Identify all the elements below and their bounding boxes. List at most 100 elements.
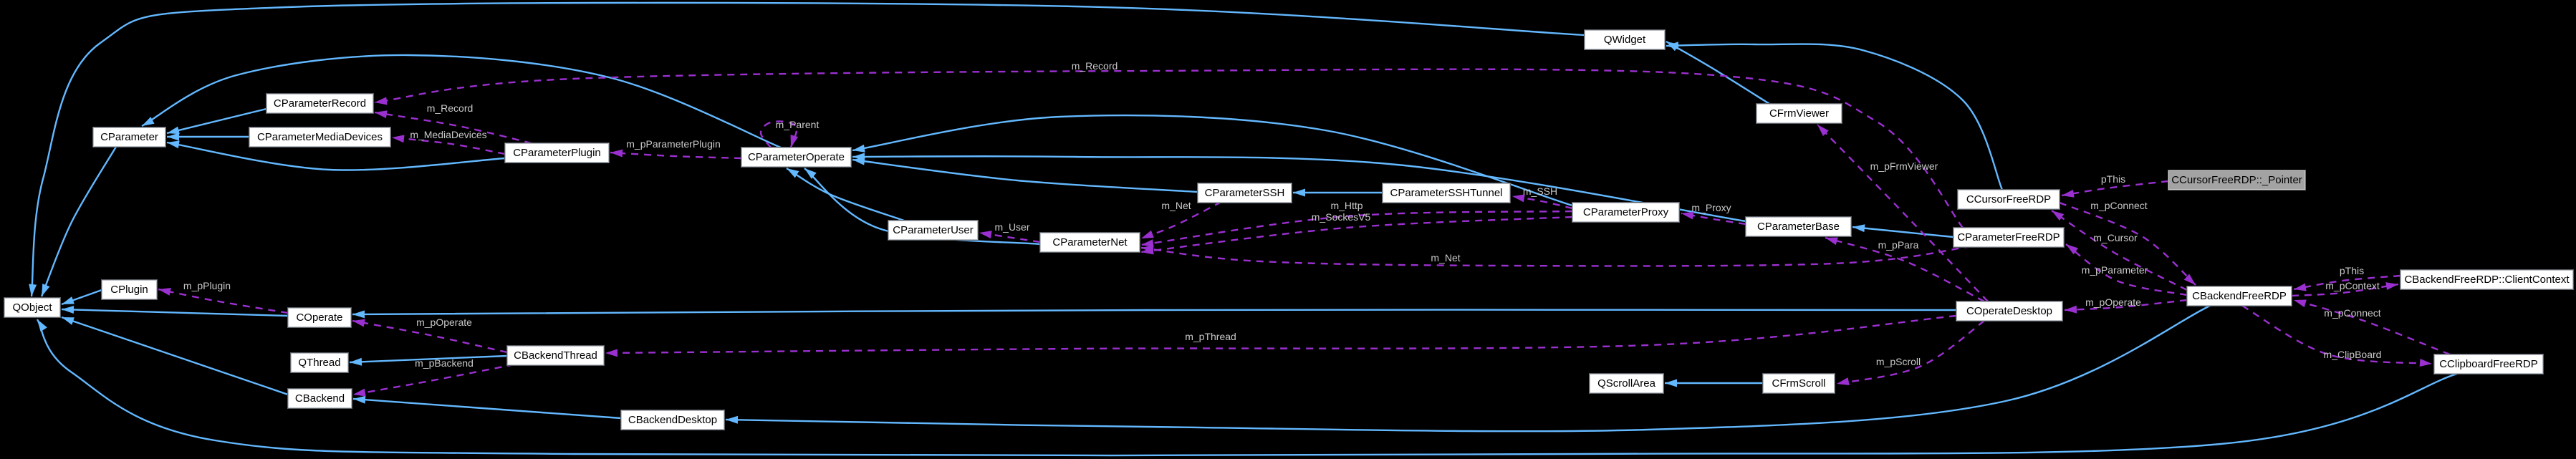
node-qobject[interactable]: QObject: [4, 297, 61, 318]
node-cfrmscroll[interactable]: CFrmScroll: [1762, 373, 1835, 394]
edge-member-cparameterproxy-to-cparameternet: [1140, 216, 1573, 253]
edge-inherit-cparameterproxy-to-cparameteroperate: [852, 114, 1573, 207]
edge-inherit-qwidget-to-qobject: [30, 1, 1585, 297]
arrowhead: [392, 135, 405, 143]
node-cparametersshtunnel[interactable]: CParameterSSHTunnel: [1382, 183, 1511, 203]
edge-member-cbackendthread-to-coperate: [352, 319, 508, 354]
edge-inherit-ccursorfreerdp-to-qwidget: [1666, 43, 2004, 190]
arrowhead: [375, 97, 388, 105]
arrowhead: [2385, 282, 2398, 291]
node-cclipboardfreerdp[interactable]: CClipboardFreeRDP: [2433, 354, 2544, 375]
arrowhead: [2183, 274, 2196, 285]
arrowhead: [1665, 379, 1677, 387]
edge-member-cparameterfreerdp-to-cparameterrecord: [374, 68, 1964, 228]
edge-inherit-cparameterbase-to-cparameteroperate: [852, 155, 1746, 223]
arrowhead: [2419, 359, 2432, 367]
arrowhead: [350, 357, 362, 366]
arrowhead: [62, 305, 75, 314]
node-cbackendthread[interactable]: CBackendThread: [506, 345, 605, 366]
node-qscrollarea[interactable]: QScrollArea: [1589, 373, 1664, 394]
edge-member-coperatedesktop-to-cbackendthread: [605, 314, 1957, 354]
edge-inherit-cparameter-to-qobject: [40, 146, 117, 297]
edge-inherit-coperatedesktop-to-coperate: [352, 309, 1957, 316]
arrowhead: [1825, 237, 1838, 246]
node-coperatedesktop[interactable]: COperateDesktop: [1956, 301, 2063, 322]
arrowhead: [62, 317, 75, 325]
node-cparameterfreerdp[interactable]: CParameterFreeRDP: [1953, 227, 2065, 248]
arrowhead: [167, 126, 180, 135]
edge-member-coperatedesktop-to-cfrmscroll: [1836, 320, 1985, 385]
edge-member-cparameterproxy-to-cparameternet: [1140, 210, 1573, 246]
arrowhead: [37, 319, 47, 332]
arrowhead: [42, 284, 50, 296]
edge-member-ccursorfreerdp_pointer-to-ccursorfreerdp: [2061, 180, 2169, 197]
arrowhead: [1141, 230, 1154, 238]
arrowhead: [2066, 244, 2079, 255]
arrowhead: [1293, 188, 1305, 197]
edge-inherit-cbackend-to-qobject: [61, 316, 289, 396]
node-cparameterssh[interactable]: CParameterSSH: [1197, 183, 1292, 203]
edge-inherit-cparameteruser-to-cparameteroperate: [786, 167, 905, 222]
edge-inherit-cbackendfreerdp-to-cbackenddesktop: [725, 304, 2211, 433]
arrowhead: [167, 132, 179, 141]
node-cfrmviewer[interactable]: CFrmViewer: [1756, 103, 1842, 124]
node-cparameterplugin[interactable]: CParameterPlugin: [504, 142, 610, 163]
edge-inherit-cclipboardfreerdp-to-qobject: [36, 319, 2458, 457]
edge-member-cbackendfreerdp-to-cclipboardfreerdp: [2241, 304, 2433, 365]
arrowhead: [62, 296, 75, 304]
arrowhead: [167, 140, 180, 149]
node-ccursorfreerdp[interactable]: CCursorFreeRDP: [1957, 189, 2060, 210]
arrowhead: [142, 117, 155, 126]
arrowhead: [2065, 305, 2077, 314]
arrowhead: [610, 149, 623, 158]
arrowhead: [1141, 239, 1154, 248]
node-cparameternet[interactable]: CParameterNet: [1039, 232, 1140, 253]
arrowhead: [1852, 224, 1865, 233]
node-cparameteruser[interactable]: CParameterUser: [888, 220, 979, 241]
arrowhead: [353, 388, 366, 397]
edge-inherit-cbackendthread-to-qthread: [349, 354, 508, 364]
node-cplugin[interactable]: CPlugin: [101, 279, 158, 300]
arrowhead: [2294, 299, 2307, 308]
edge-member-cclipboardfreerdp-to-cbackendfreerdp: [2293, 299, 2451, 356]
node-qwidget[interactable]: QWidget: [1584, 29, 1666, 50]
node-qthread[interactable]: QThread: [290, 352, 349, 373]
node-cparametermediadevices[interactable]: CParameterMediaDevices: [249, 127, 391, 148]
node-cbackendfreerdp[interactable]: CBackendFreeRDP: [2186, 286, 2292, 306]
edge-member-coperatedesktop-to-cfrmviewer: [1817, 124, 1989, 302]
arrowhead: [353, 395, 366, 404]
edge-inherit-cparameterrecord-to-cparameter: [166, 107, 267, 135]
arrowhead: [852, 153, 865, 161]
node-cbackenddesktop[interactable]: CBackendDesktop: [620, 410, 725, 430]
arrowhead: [1512, 194, 1525, 203]
edge-member-ccursorfreerdp-to-cbackendfreerdp: [2059, 201, 2196, 286]
edge-inherit-cparameternet-to-cparameteroperate: [804, 168, 1041, 246]
edge-member-cparameterssh-to-cparameternet: [1140, 200, 1222, 240]
arrowhead: [29, 284, 37, 296]
arrowhead: [726, 415, 739, 424]
arrowhead: [979, 231, 992, 239]
node-ccursorfreerdp_pointer[interactable]: CCursorFreeRDP::_Pointer: [2168, 170, 2306, 190]
arrowhead: [352, 310, 365, 319]
edge-member-cbackendfreerdp-to-ccursorfreerdp: [2051, 210, 2188, 291]
node-cbackendfreerdp_clientcontext[interactable]: CBackendFreeRDP::ClientContext: [2400, 269, 2574, 290]
edge-member-cparameterplugin-to-cparametermediadevices: [391, 136, 506, 155]
edge-inherit-cparameterplugin-to-cparameter: [166, 141, 506, 171]
node-cparameteroperate[interactable]: CParameterOperate: [741, 147, 852, 168]
node-coperate[interactable]: COperate: [287, 307, 352, 328]
edge-member-coperatedesktop-to-cparameterbase: [1825, 236, 1985, 303]
arrowhead: [790, 135, 799, 148]
edge-member-cparameteroperate-to-cparameterplugin: [610, 151, 742, 160]
edge-inherit-cbackenddesktop-to-cbackend: [352, 397, 622, 420]
arrowhead: [2294, 283, 2307, 291]
edge-member-cparameteroperate-to-cparameteroperate: [759, 120, 798, 148]
node-cparameterrecord[interactable]: CParameterRecord: [266, 93, 374, 114]
edge-member-cbackendthread-to-cbackend: [352, 363, 515, 396]
node-cparameter[interactable]: CParameter: [92, 127, 166, 148]
edge-member-cparameterplugin-to-cparameterrecord: [374, 111, 532, 145]
node-cparameterproxy[interactable]: CParameterProxy: [1572, 202, 1680, 223]
node-cparameterbase[interactable]: CParameterBase: [1745, 216, 1852, 237]
edge-member-cparameterfreerdp-to-cparameternet: [1140, 245, 1972, 267]
node-cbackend[interactable]: CBackend: [287, 388, 352, 409]
